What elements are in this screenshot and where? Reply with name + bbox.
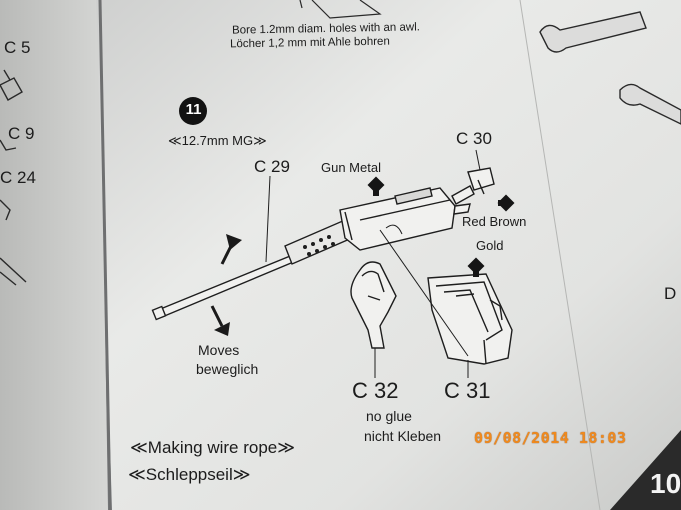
step-number-badge (179, 97, 207, 125)
step-number: 11 (185, 101, 202, 118)
left-label-c9: C 9 (8, 124, 35, 143)
no-glue-german: nicht Kleben (364, 428, 442, 444)
paint-label-gold: Gold (476, 238, 504, 253)
part-label-c32: C 32 (352, 378, 399, 403)
red-brown-paint-icon (497, 194, 515, 212)
machine-gun-illustration (151, 167, 513, 365)
left-page (0, 0, 108, 510)
paint-label-gun-metal: Gun Metal (321, 160, 381, 175)
gold-paint-icon (467, 257, 485, 277)
left-parts-fragment (0, 69, 27, 286)
paint-markers (367, 176, 515, 277)
leader-lines (265, 149, 481, 378)
main-page (96, 0, 681, 510)
step-title: ≪12.7mm MG≫ (168, 133, 267, 148)
part-label-c31: C 31 (444, 378, 491, 403)
right-parts-fragment (539, 11, 681, 125)
left-label-c5: C 5 (4, 38, 31, 57)
page-fold (98, 0, 112, 510)
left-label-c24: C 24 (0, 168, 36, 187)
paint-label-red-brown: Red Brown (462, 214, 527, 229)
gun-metal-paint-icon (367, 176, 385, 196)
part-label-c29: C 29 (254, 157, 290, 176)
next-step-badge: 10 (650, 468, 681, 499)
section-title-german: ≪Schleppseil≫ (128, 465, 251, 484)
top-diagram-fragment (299, 0, 382, 19)
part-label-c30: C 30 (456, 129, 492, 148)
no-glue-english: no glue (366, 408, 412, 424)
moves-label-english: Moves (198, 342, 240, 358)
moves-arrows (210, 234, 242, 336)
section-title-english: ≪Making wire rope≫ (130, 438, 296, 457)
camera-date-stamp: 09/08/2014 18:03 (474, 429, 627, 447)
moves-label-german: beweglich (196, 361, 259, 377)
dark-corner (610, 430, 681, 510)
right-edge-letter: D (664, 284, 677, 303)
